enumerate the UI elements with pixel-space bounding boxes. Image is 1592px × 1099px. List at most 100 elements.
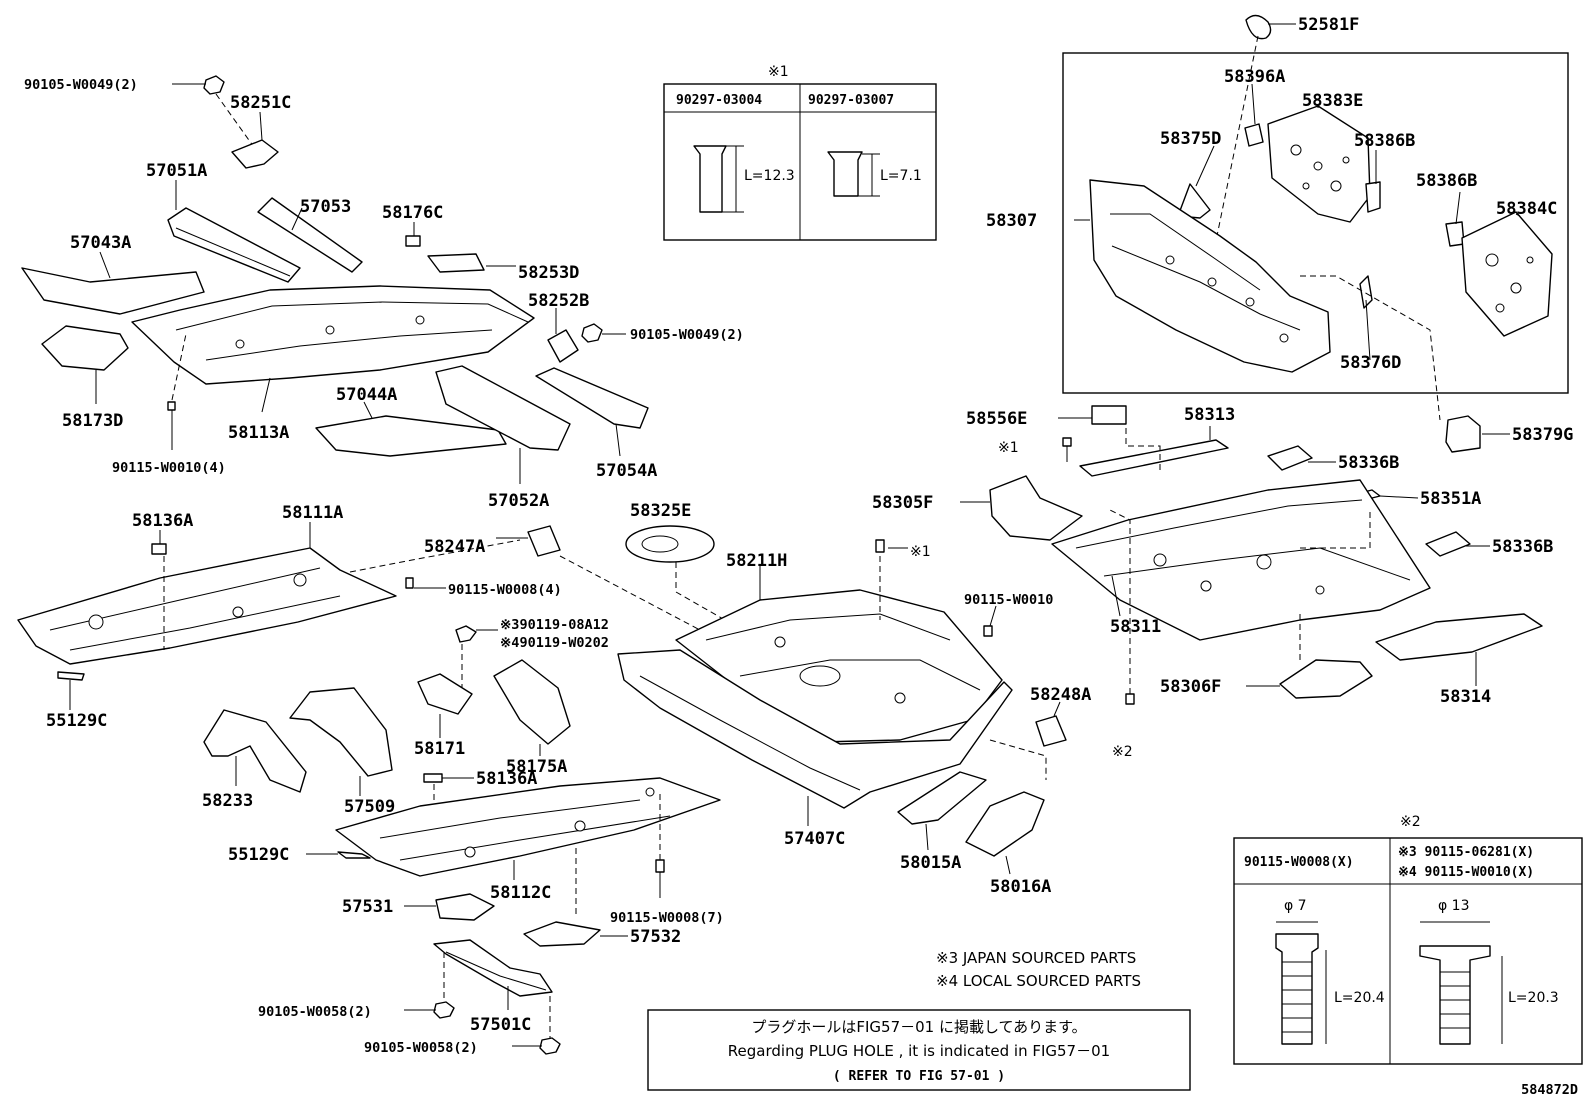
part-58379G-shape — [1445, 415, 1481, 453]
label-57044A: 57044A — [336, 385, 397, 405]
label-58325E: 58325E — [630, 501, 691, 521]
table1-dim1: L=12.3 — [744, 168, 795, 184]
label-52581F: 52581F — [1298, 15, 1359, 35]
label-58306F: 58306F — [1160, 677, 1221, 697]
part-58251C-shape — [231, 139, 279, 169]
part-57407C-shape — [617, 649, 1013, 809]
part-58307-shape — [1089, 179, 1331, 373]
note-japan-sourced: ※3 JAPAN SOURCED PARTS — [936, 949, 1136, 967]
table2-mark: ※2 — [1400, 814, 1421, 830]
fastener-90105-W0058-top: 90105-W0058(2) — [258, 1004, 372, 1020]
label-57407C: 57407C — [784, 829, 845, 849]
ref-mark-1b: ※1 — [910, 544, 931, 560]
clip-90297-03007-shape — [827, 151, 863, 197]
fastener-local-90119: ※490119-W0202 — [500, 635, 609, 651]
label-58248A: 58248A — [1030, 685, 1091, 705]
part-58233-shape — [203, 709, 307, 793]
part-58384C-shape — [1461, 211, 1553, 337]
part-58386B-shape-1 — [1365, 181, 1381, 213]
plug-hole-note-en: Regarding PLUG HOLE , it is indicated in… — [728, 1042, 1110, 1060]
label-57053: 57053 — [300, 197, 351, 217]
part-57053-shape — [257, 197, 363, 273]
part-58314-shape — [1375, 613, 1543, 661]
part-52581F-shape — [1245, 14, 1272, 40]
label-58376D: 58376D — [1340, 353, 1401, 373]
table2-dia2: φ 13 — [1438, 898, 1470, 914]
label-58211H: 58211H — [726, 551, 787, 571]
label-58252B: 58252B — [528, 291, 589, 311]
part-58306F-shape — [1279, 659, 1373, 699]
label-58305F: 58305F — [872, 493, 933, 513]
label-58311: 58311 — [1110, 617, 1161, 637]
label-58175A: 58175A — [506, 757, 567, 777]
table2-col2b: ※4 90115-W0010(X) — [1398, 865, 1534, 880]
part-55129C-shape-2 — [337, 851, 371, 859]
label-58375D: 58375D — [1160, 129, 1221, 149]
label-58396A: 58396A — [1224, 67, 1285, 87]
part-58336B-shape-1 — [1267, 445, 1313, 471]
label-58351A: 58351A — [1420, 489, 1481, 509]
label-58136A-2: 58136A — [476, 769, 537, 789]
table2-frame — [1233, 837, 1583, 1065]
clip-90297-03004-shape — [693, 145, 727, 213]
ref-mark-2: ※2 — [1112, 744, 1133, 760]
label-57043A: 57043A — [70, 233, 131, 253]
label-57531: 57531 — [342, 897, 393, 917]
fastener-90105-W0049-top: 90105-W0049(2) — [24, 77, 138, 93]
fastener-90115-W0010: 90115-W0010 — [964, 592, 1053, 608]
table1-dim2: L=7.1 — [880, 168, 922, 184]
part-58253D-shape — [427, 253, 485, 273]
plug-hole-note-jp: プラグホールはFIG57－01 に掲載してあります。 — [751, 1018, 1086, 1036]
label-57052A: 57052A — [488, 491, 549, 511]
label-58112C: 58112C — [490, 883, 551, 903]
label-58251C: 58251C — [230, 93, 291, 113]
part-58173D-shape — [41, 325, 129, 371]
table1-col1: 90297-03004 — [676, 93, 762, 108]
table2-col1: 90115-W0008(X) — [1244, 855, 1354, 870]
part-57532-shape — [523, 921, 601, 947]
part-58111A-shape — [17, 547, 397, 665]
label-57051A: 57051A — [146, 161, 207, 181]
label-58171: 58171 — [414, 739, 465, 759]
part-57044A-shape — [315, 415, 507, 457]
part-58113A-shape — [131, 285, 535, 385]
part-58375D-shape — [1177, 183, 1211, 219]
label-58015A: 58015A — [900, 853, 961, 873]
diagram-code: 584872D — [1521, 1082, 1578, 1098]
part-58386B-shape-2 — [1445, 221, 1465, 247]
ref-mark-1a: ※1 — [998, 440, 1019, 456]
label-58173D: 58173D — [62, 411, 123, 431]
label-55129C-1: 55129C — [46, 711, 107, 731]
bolt-90115-06281-shape — [1419, 945, 1491, 1045]
label-58314: 58314 — [1440, 687, 1491, 707]
label-58113A: 58113A — [228, 423, 289, 443]
label-58016A: 58016A — [990, 877, 1051, 897]
part-58176C-shape — [405, 235, 421, 247]
plug-hole-note-refer: ( REFER TO FIG 57-01 ) — [833, 1069, 1005, 1084]
part-57043A-shape — [21, 267, 205, 315]
label-58336B-1: 58336B — [1338, 453, 1399, 473]
label-58384C: 58384C — [1496, 199, 1557, 219]
fastener-90115-W0008-4: 90115-W0008(4) — [448, 582, 562, 598]
table2-len1: L=20.4 — [1334, 990, 1385, 1006]
part-58171-shape — [417, 673, 473, 715]
part-58556E-shape — [1091, 405, 1127, 425]
back-panel-group-frame — [1062, 52, 1569, 394]
bolt-90115-W0008-shape — [1275, 933, 1319, 1045]
part-57501C-shape — [433, 939, 553, 997]
table1-mark: ※1 — [768, 64, 789, 80]
part-58252B-shape — [547, 329, 579, 363]
label-58556E: 58556E — [966, 409, 1027, 429]
part-57531-shape — [435, 893, 495, 921]
table1-col2: 90297-03007 — [808, 93, 894, 108]
label-58247A: 58247A — [424, 537, 485, 557]
label-55129C-2: 55129C — [228, 845, 289, 865]
part-58248A-shape — [1035, 715, 1067, 747]
table2-dia1: φ 7 — [1284, 898, 1307, 914]
label-58111A: 58111A — [282, 503, 343, 523]
part-58016A-shape — [965, 791, 1045, 857]
part-55129C-shape-1 — [57, 671, 85, 681]
label-58313: 58313 — [1184, 405, 1235, 425]
